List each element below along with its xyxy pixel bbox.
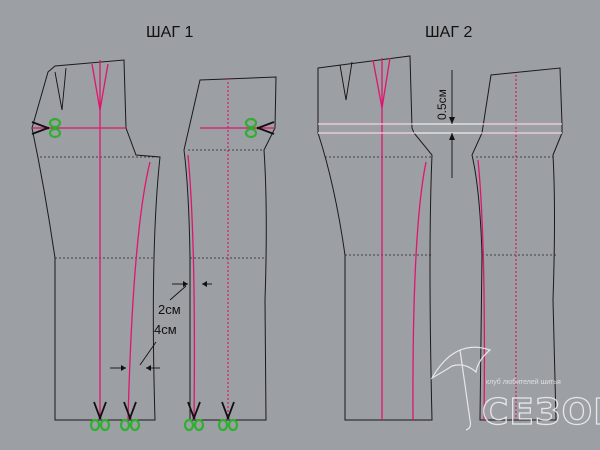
watermark-tagline: клуб любителей шитья: [486, 378, 561, 386]
umbrella-icon: [430, 346, 492, 431]
step1-title: ШАГ 1: [146, 24, 193, 41]
dimension-4cm: 4см: [110, 322, 177, 371]
dimension-label-2cm: 2см: [158, 302, 181, 317]
step2-back-piece: [317, 55, 433, 421]
dimension-label-0-5cm: 0.5см: [435, 89, 449, 120]
step2-title: ШАГ 2: [425, 24, 472, 41]
watermark: клуб любителей шитья СЕЗОН: [430, 346, 600, 434]
step2-front-piece: [471, 67, 563, 421]
step1-front-piece: [183, 76, 277, 421]
scissors-icon: [119, 400, 141, 432]
watermark-brand: СЕЗОН: [482, 392, 600, 433]
dimension-2cm: 2см: [158, 281, 212, 317]
step1-back-piece: [31, 59, 161, 421]
dimension-label-4cm: 4см: [154, 322, 177, 337]
dimension-0-5cm: 0.5см: [435, 70, 455, 178]
